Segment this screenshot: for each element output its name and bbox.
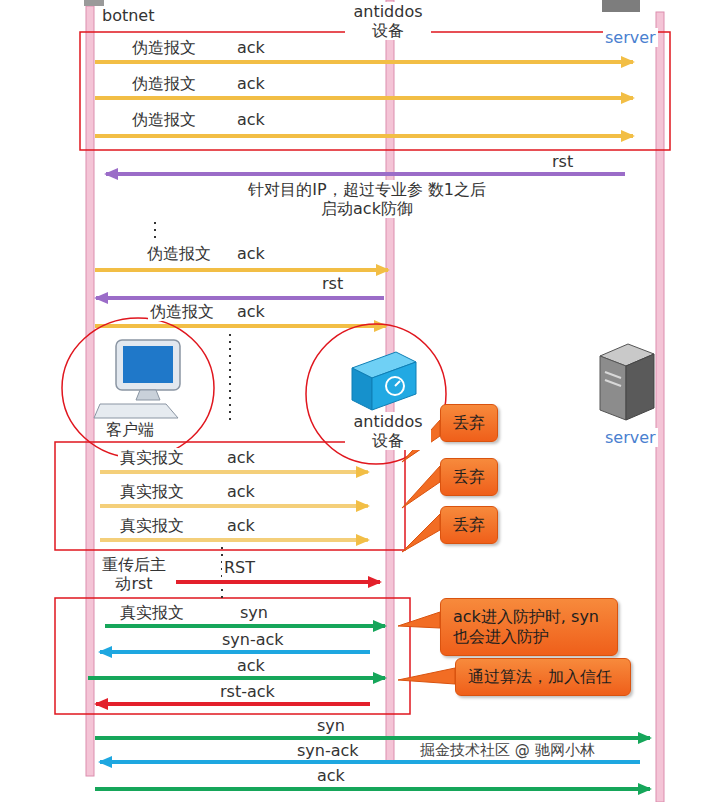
- highlight-circle: [306, 324, 446, 464]
- message-label: 针对目的IP，超过专业参 数1之后启动ack防御: [245, 180, 489, 218]
- callout-text: 通过算法，加入信任: [468, 667, 618, 687]
- message-label: ack: [315, 766, 347, 785]
- callout-box: ack进入防护时, syn也会进入防护: [440, 598, 618, 656]
- callout-text: 丢弃: [453, 515, 485, 535]
- message-label: RST: [222, 558, 257, 577]
- message-label: 伪造报文: [130, 110, 198, 129]
- message-label: 重传后主 动rst: [96, 555, 172, 593]
- callout-box: 丢弃: [440, 404, 498, 442]
- server-icon: [602, 0, 640, 12]
- callout-text: ack进入防护时, syn也会进入防护: [453, 607, 605, 647]
- message-label: rst-ack: [218, 682, 277, 701]
- watermark: 掘金技术社区 @ 驰网小林: [418, 741, 597, 760]
- callout-text: 丢弃: [453, 413, 485, 433]
- message-label: syn: [315, 716, 347, 735]
- lifelines: [86, 0, 664, 802]
- message-label: ack: [235, 302, 267, 321]
- message-label: syn: [238, 603, 270, 622]
- message-label: 真实报文: [118, 603, 186, 622]
- message-label: 伪造报文: [130, 38, 198, 57]
- antiddos-icon: [352, 352, 416, 410]
- message-label: syn-ack: [295, 741, 361, 760]
- message-label: ack: [225, 516, 257, 535]
- message-label: 真实报文: [118, 516, 186, 535]
- message-label: ack: [235, 74, 267, 93]
- callout-box: 丢弃: [440, 458, 498, 496]
- callout-box: 通过算法，加入信任: [455, 658, 631, 696]
- message-label: 伪造报文: [145, 244, 213, 263]
- message-arrows: [88, 62, 650, 789]
- highlight-frames: [55, 32, 670, 714]
- message-label: server: [603, 28, 658, 47]
- message-label: rst: [550, 152, 575, 171]
- message-label: server: [603, 428, 658, 447]
- message-label: ack: [225, 448, 257, 467]
- highlight-circle: [62, 318, 214, 458]
- callout-box: 丢弃: [440, 506, 498, 544]
- message-label: ack: [235, 244, 267, 263]
- client-icon: [94, 340, 180, 418]
- message-label: botnet: [100, 6, 156, 25]
- message-label: ack: [235, 110, 267, 129]
- message-label: antiddos 设备: [345, 412, 431, 450]
- message-label: ack: [235, 656, 267, 675]
- callout-text: 丢弃: [453, 467, 485, 487]
- message-label: 真实报文: [118, 482, 186, 501]
- message-label: 真实报文: [118, 448, 186, 467]
- message-label: 伪造报文: [130, 74, 198, 93]
- message-label: antiddos 设备: [345, 2, 431, 40]
- message-label: 伪造报文: [148, 302, 216, 321]
- message-label: ack: [235, 38, 267, 57]
- message-label: syn-ack: [220, 630, 286, 649]
- message-label: ack: [225, 482, 257, 501]
- server-icon: [600, 344, 654, 420]
- message-label: rst: [320, 274, 345, 293]
- message-label: 客户端: [104, 420, 156, 439]
